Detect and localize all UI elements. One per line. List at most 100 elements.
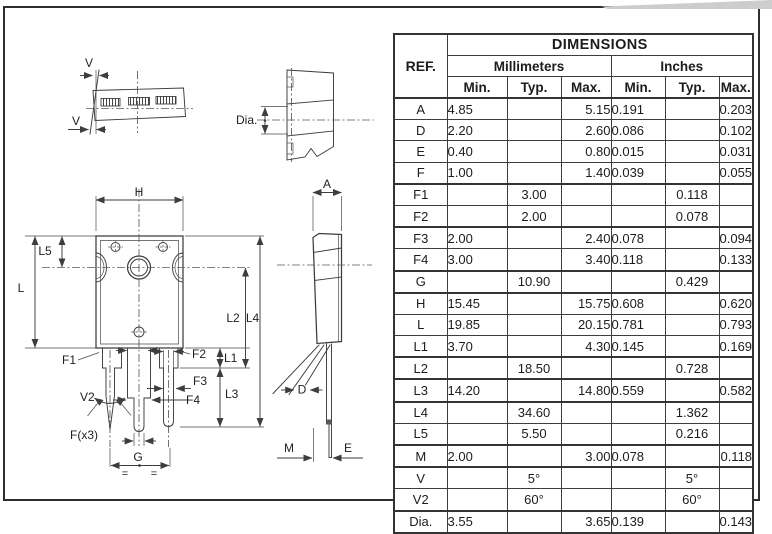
- package-drawings: V V Dia.: [18, 56, 374, 480]
- mm-typ-cell: [506, 335, 562, 358]
- label-l4: L4: [246, 311, 260, 325]
- mm-typ-cell: [506, 248, 562, 271]
- in-max-cell: 0.055: [718, 161, 754, 185]
- in-max-cell: 0.169: [718, 335, 754, 358]
- in-typ-cell: 5°: [664, 466, 720, 490]
- in-typ-header: Typ.: [664, 76, 720, 99]
- equal-mark-right: =: [151, 468, 157, 480]
- in-min-cell: 0.145: [610, 335, 666, 358]
- table-row: E 0.40 0.80 0.015 0.031: [393, 140, 754, 163]
- front-view: H L L5 L1 L3 L2 L4 F1 F2 F3 F4: [18, 185, 264, 480]
- mm-min-cell: 3.70: [446, 335, 508, 358]
- mm-max-cell: 14.80: [560, 378, 612, 403]
- table-row: A 4.85 5.15 0.191 0.203: [393, 97, 754, 121]
- table-title: DIMENSIONS: [446, 33, 754, 56]
- ref-cell: L: [393, 313, 448, 337]
- ref-cell: A: [393, 97, 448, 121]
- in-typ-cell: [664, 140, 720, 163]
- mm-min-cell: [446, 422, 508, 446]
- in-min-cell: [610, 269, 666, 294]
- mm-max-cell: 5.15: [560, 97, 612, 121]
- mm-min-cell: 4.85: [446, 97, 508, 121]
- in-typ-cell: 1.362: [664, 400, 720, 424]
- side-view: A D M E: [272, 177, 372, 462]
- mm-max-cell: 1.40: [560, 161, 612, 185]
- mm-typ-cell: [506, 161, 562, 185]
- corner-shade: [602, 0, 772, 9]
- in-max-cell: 0.133: [718, 248, 754, 271]
- mm-max-cell: 2.40: [560, 226, 612, 250]
- in-min-cell: [610, 400, 666, 424]
- ref-cell: L5: [393, 422, 448, 446]
- table-row: H 15.45 15.75 0.608 0.620: [393, 291, 754, 315]
- ref-cell: E: [393, 140, 448, 163]
- mm-min-cell: 2.20: [446, 119, 508, 142]
- in-typ-cell: 0.429: [664, 269, 720, 294]
- mm-max-cell: [560, 422, 612, 446]
- in-typ-cell: 0.118: [664, 182, 720, 206]
- label-h: H: [135, 185, 144, 199]
- in-max-cell: 0.793: [718, 313, 754, 337]
- hole-detail-view: Dia.: [236, 68, 374, 162]
- in-min-cell: 0.139: [610, 509, 666, 534]
- in-min-cell: 0.559: [610, 378, 666, 403]
- ref-cell: H: [393, 291, 448, 315]
- in-min-cell: [610, 182, 666, 206]
- mm-typ-cell: 3.00: [506, 182, 562, 206]
- mm-min-cell: 3.00: [446, 248, 508, 271]
- label-l3: L3: [225, 387, 239, 401]
- in-max-cell: 0.118: [718, 443, 754, 468]
- mm-typ-cell: [506, 443, 562, 468]
- table-row: L1 3.70 4.30 0.145 0.169: [393, 335, 754, 358]
- ref-cell: L4: [393, 400, 448, 424]
- ref-cell: V: [393, 466, 448, 490]
- dimensions-table-header: REF. DIMENSIONS Millimeters Inches Min. …: [393, 33, 754, 99]
- table-row: F4 3.00 3.40 0.118 0.133: [393, 248, 754, 271]
- table-row: L2 18.50 0.728: [393, 356, 754, 380]
- mm-typ-cell: [506, 291, 562, 315]
- mm-typ-cell: 10.90: [506, 269, 562, 294]
- ref-cell: F4: [393, 248, 448, 271]
- mm-max-cell: [560, 204, 612, 228]
- label-f4: F4: [186, 393, 200, 407]
- in-typ-cell: 60°: [664, 488, 720, 512]
- mm-min-cell: 1.00: [446, 161, 508, 185]
- mm-max-header: Max.: [560, 76, 612, 99]
- label-f2: F2: [192, 347, 206, 361]
- in-max-cell: [718, 204, 754, 228]
- in-min-cell: [610, 204, 666, 228]
- label-e: E: [344, 441, 352, 455]
- table-row: V2 60° 60°: [393, 488, 754, 512]
- label-v2: V2: [80, 390, 95, 404]
- in-typ-cell: [664, 248, 720, 271]
- mm-min-header: Min.: [446, 76, 508, 99]
- in-typ-cell: [664, 291, 720, 315]
- mm-typ-cell: [506, 226, 562, 250]
- in-max-cell: [718, 182, 754, 206]
- mm-typ-cell: [506, 119, 562, 142]
- mm-min-cell: 14.20: [446, 378, 508, 403]
- in-min-cell: [610, 466, 666, 490]
- mm-typ-cell: 18.50: [506, 356, 562, 380]
- ref-cell: L2: [393, 356, 448, 380]
- mm-max-cell: 3.40: [560, 248, 612, 271]
- label-d: D: [298, 383, 307, 397]
- mm-typ-cell: [506, 313, 562, 337]
- table-row: M 2.00 3.00 0.078 0.118: [393, 443, 754, 468]
- in-max-cell: 0.094: [718, 226, 754, 250]
- in-min-cell: 0.039: [610, 161, 666, 185]
- table-row: F1 3.00 0.118: [393, 182, 754, 206]
- page-border: [3, 6, 760, 501]
- label-f3: F3: [193, 374, 207, 388]
- ref-cell: L1: [393, 335, 448, 358]
- in-min-cell: 0.078: [610, 226, 666, 250]
- label-a: A: [323, 177, 331, 191]
- in-max-cell: [718, 356, 754, 380]
- ref-cell: V2: [393, 488, 448, 512]
- in-typ-cell: [664, 226, 720, 250]
- mm-min-cell: [446, 269, 508, 294]
- label-dia: Dia.: [236, 113, 257, 127]
- mm-max-cell: [560, 466, 612, 490]
- dimensions-table-body: A 4.85 5.15 0.191 0.203 D 2.20 2.60 0.08…: [393, 97, 754, 534]
- label-f1: F1: [62, 353, 76, 367]
